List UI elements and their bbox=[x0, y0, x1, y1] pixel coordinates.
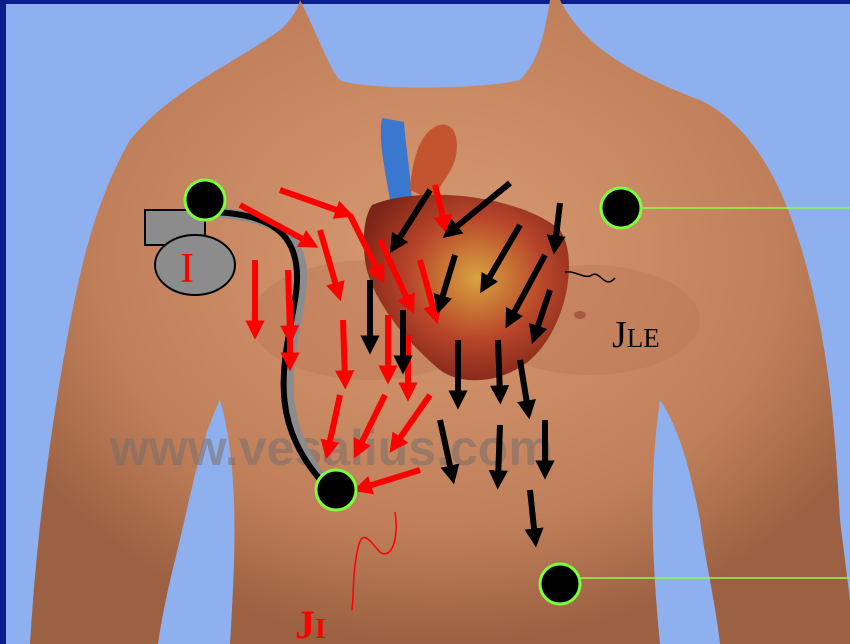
electrode-dot-icon bbox=[540, 564, 580, 604]
electrode-dot-icon bbox=[185, 180, 225, 220]
arrow-black bbox=[498, 340, 500, 395]
electrode-dot-icon bbox=[316, 470, 356, 510]
nipple bbox=[574, 311, 586, 319]
arrow-red bbox=[343, 320, 345, 380]
arrow-black bbox=[498, 425, 500, 480]
device-label: I bbox=[180, 246, 194, 292]
electrode-dot-icon bbox=[601, 188, 641, 228]
